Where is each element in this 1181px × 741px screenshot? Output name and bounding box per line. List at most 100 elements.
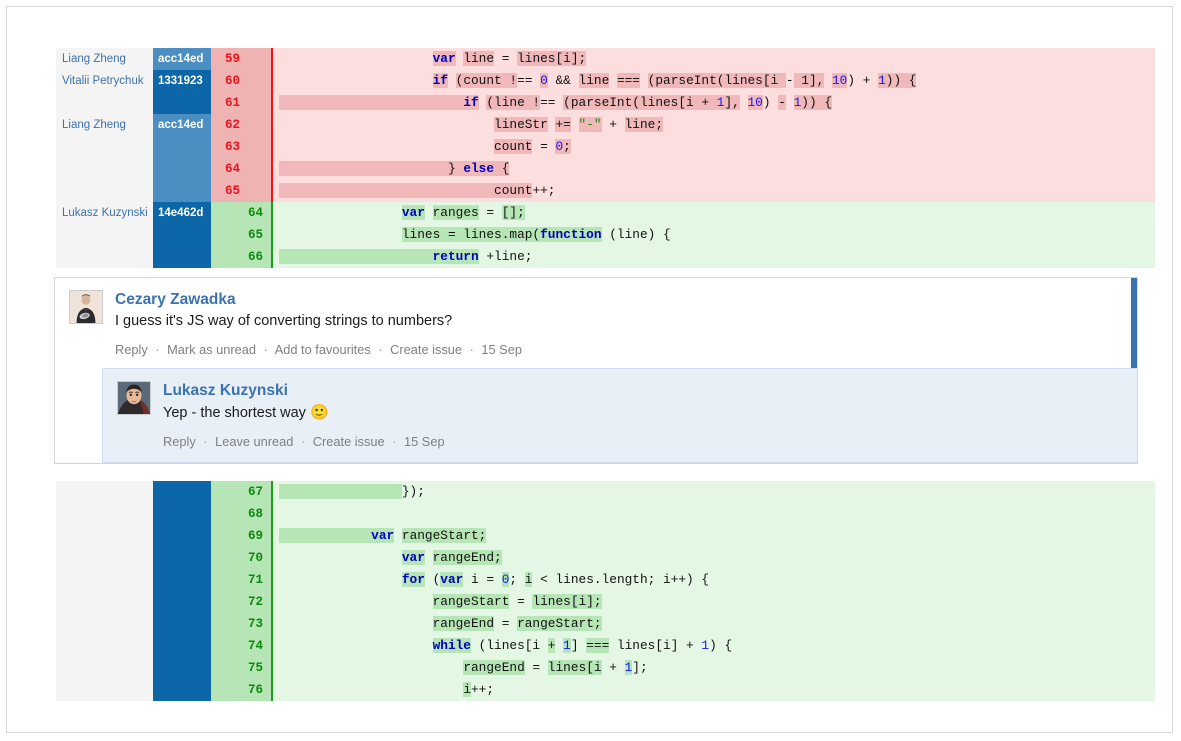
action-separator: · (155, 342, 160, 357)
line-number: 73 (211, 613, 273, 635)
commit-hash[interactable] (153, 224, 211, 246)
commit-hash[interactable] (153, 657, 211, 679)
blame-author[interactable] (56, 525, 153, 547)
diff-row[interactable]: 65 lines = lines.map(function (line) { (56, 224, 1155, 246)
code-line[interactable]: rangeEnd = lines[i + 1]; (273, 657, 1155, 679)
code-line[interactable]: if (count !== 0 && line === (parseInt(li… (273, 70, 1155, 92)
commit-hash[interactable] (153, 679, 211, 701)
diff-row[interactable]: 68 (56, 503, 1155, 525)
commit-hash[interactable] (153, 180, 211, 202)
code-line[interactable]: lineStr += "-" + line; (273, 114, 1155, 136)
blame-author[interactable] (56, 679, 153, 701)
commit-hash[interactable] (153, 136, 211, 158)
commit-hash[interactable] (153, 635, 211, 657)
code-line[interactable]: var rangeStart; (273, 525, 1155, 547)
blame-author[interactable]: Lukasz Kuzynski (56, 202, 153, 224)
blame-author[interactable] (56, 481, 153, 503)
code-token (279, 550, 402, 565)
code-line[interactable] (273, 503, 1155, 525)
action-leave-unread[interactable]: Leave unread (215, 434, 294, 449)
diff-row[interactable]: 74 while (lines[i + 1] === lines[i] + 1)… (56, 635, 1155, 657)
blame-author[interactable]: Liang Zheng (56, 48, 153, 70)
code-line[interactable]: count++; (273, 180, 1155, 202)
action-add-to-favourites[interactable]: Add to favourites (274, 342, 371, 357)
blame-author[interactable] (56, 591, 153, 613)
commit-hash[interactable] (153, 246, 211, 268)
code-line[interactable]: }); (273, 481, 1155, 503)
diff-row[interactable]: 75 rangeEnd = lines[i + 1]; (56, 657, 1155, 679)
code-token: line (578, 73, 610, 88)
commit-hash[interactable] (153, 547, 211, 569)
code-line[interactable]: return +line; (273, 246, 1155, 268)
blame-author[interactable] (56, 136, 153, 158)
commit-hash[interactable]: acc14ed (153, 48, 211, 70)
diff-row[interactable]: 71 for (var i = 0; i < lines.length; i++… (56, 569, 1155, 591)
code-token: else (463, 161, 495, 176)
commit-hash[interactable]: acc14ed (153, 114, 211, 136)
blame-author[interactable] (56, 180, 153, 202)
diff-row[interactable]: 69 var rangeStart; (56, 525, 1155, 547)
commit-hash[interactable] (153, 503, 211, 525)
commit-hash[interactable] (153, 591, 211, 613)
code-line[interactable]: rangeEnd = rangeStart; (273, 613, 1155, 635)
commit-hash[interactable]: 14e462d (153, 202, 211, 224)
action-reply[interactable]: Reply (163, 434, 196, 449)
blame-author[interactable] (56, 92, 153, 114)
code-line[interactable]: for (var i = 0; i < lines.length; i++) { (273, 569, 1155, 591)
code-token (279, 73, 433, 88)
code-line[interactable]: if (line !== (parseInt(lines[i + 1], 10)… (273, 92, 1155, 114)
blame-author[interactable] (56, 547, 153, 569)
blame-author[interactable] (56, 569, 153, 591)
code-line[interactable]: var rangeEnd; (273, 547, 1155, 569)
blame-author[interactable] (56, 613, 153, 635)
code-token (279, 117, 494, 132)
blame-author[interactable] (56, 657, 153, 679)
code-line[interactable]: var ranges = []; (273, 202, 1155, 224)
commit-hash[interactable] (153, 525, 211, 547)
commit-hash[interactable] (153, 569, 211, 591)
code-line[interactable]: i++; (273, 679, 1155, 701)
blame-author[interactable] (56, 503, 153, 525)
blame-author[interactable] (56, 246, 153, 268)
code-line[interactable]: count = 0; (273, 136, 1155, 158)
diff-row[interactable]: 72 rangeStart = lines[i]; (56, 591, 1155, 613)
diff-row[interactable]: 64 } else { (56, 158, 1155, 180)
diff-row[interactable]: 66 return +line; (56, 246, 1155, 268)
diff-row[interactable]: 63 count = 0; (56, 136, 1155, 158)
blame-author[interactable] (56, 224, 153, 246)
commit-hash[interactable] (153, 481, 211, 503)
diff-row[interactable]: 67 }); (56, 481, 1155, 503)
blame-author[interactable]: Liang Zheng (56, 114, 153, 136)
commit-hash[interactable] (153, 92, 211, 114)
code-line[interactable]: var line = lines[i]; (273, 48, 1155, 70)
diff-row[interactable]: 65 count++; (56, 180, 1155, 202)
action-mark-as-unread[interactable]: Mark as unread (167, 342, 257, 357)
line-number: 64 (211, 202, 273, 224)
code-line[interactable]: while (lines[i + 1] === lines[i] + 1) { (273, 635, 1155, 657)
code-token: && (547, 73, 579, 88)
commit-hash[interactable]: 1331923 (153, 70, 211, 92)
commit-hash[interactable] (153, 158, 211, 180)
reply-container: Lukasz Kuzynski Yep - the shortest way 🙂… (102, 368, 1137, 463)
blame-author[interactable]: Vitalii Petrychuk (56, 70, 153, 92)
action-create-issue[interactable]: Create issue (390, 342, 462, 357)
blame-author[interactable] (56, 158, 153, 180)
action-reply[interactable]: Reply (115, 342, 148, 357)
code-line[interactable]: lines = lines.map(function (line) { (273, 224, 1155, 246)
code-token (279, 528, 372, 543)
action-create-issue[interactable]: Create issue (312, 434, 385, 449)
commit-hash[interactable] (153, 613, 211, 635)
diff-row[interactable]: 76 i++; (56, 679, 1155, 701)
diff-row[interactable]: 70 var rangeEnd; (56, 547, 1155, 569)
code-line[interactable]: rangeStart = lines[i]; (273, 591, 1155, 613)
code-token (448, 73, 456, 88)
code-token: < lines.length; i++) { (532, 572, 710, 587)
blame-author[interactable] (56, 635, 153, 657)
code-line[interactable]: } else { (273, 158, 1155, 180)
diff-row[interactable]: 73 rangeEnd = rangeStart; (56, 613, 1155, 635)
diff-row[interactable]: 61 if (line !== (parseInt(lines[i + 1], … (56, 92, 1155, 114)
